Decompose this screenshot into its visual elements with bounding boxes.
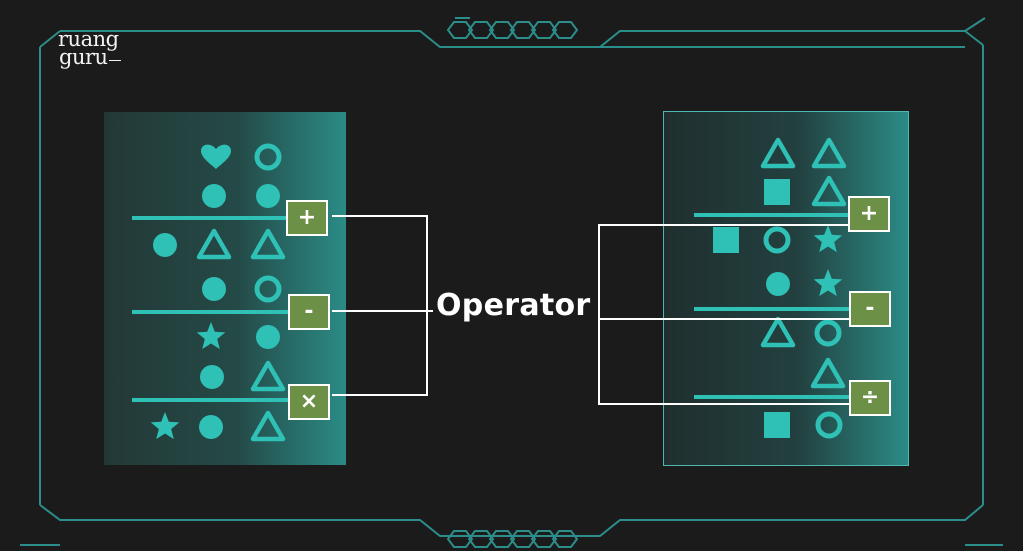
hex-chain-top <box>446 21 579 39</box>
circle-icon <box>202 277 226 301</box>
star-icon <box>813 225 843 253</box>
circle-icon <box>199 415 223 439</box>
logo-line2: guru <box>59 45 108 69</box>
triangle-icon <box>811 175 847 207</box>
ring-icon <box>814 319 842 347</box>
triangle-icon <box>196 228 232 260</box>
triangle-icon <box>250 410 286 442</box>
equation-lines <box>132 213 850 402</box>
logo-line1: ruang <box>58 27 119 51</box>
connector-lines <box>332 215 849 405</box>
star-icon <box>196 322 226 350</box>
operator-minus-left: - <box>288 294 330 330</box>
ring-icon <box>763 226 791 254</box>
hex-chain-bottom <box>446 530 579 548</box>
circle-icon <box>766 272 790 296</box>
circle-icon <box>256 184 280 208</box>
circle-icon <box>202 184 226 208</box>
ring-icon <box>254 143 282 171</box>
triangle-icon <box>760 137 796 169</box>
operator-plus-left: + <box>286 200 328 236</box>
operator-label: Operator <box>436 288 591 323</box>
operator-minus-right: - <box>849 291 891 327</box>
circle-icon <box>200 365 224 389</box>
triangle-icon <box>811 137 847 169</box>
operator-divide-right: ÷ <box>849 380 891 416</box>
heart-icon <box>201 144 231 169</box>
ring-icon <box>815 411 843 439</box>
triangle-icon <box>810 357 846 389</box>
ring-icon <box>254 275 282 303</box>
square-icon <box>764 179 790 205</box>
square-icon <box>713 227 739 253</box>
circle-icon <box>153 233 177 257</box>
operator-plus-right: + <box>848 196 890 232</box>
triangle-icon <box>760 316 796 348</box>
star-icon <box>150 412 180 440</box>
triangle-icon <box>250 360 286 392</box>
circle-icon <box>256 325 280 349</box>
triangle-icon <box>250 228 286 260</box>
star-icon <box>813 269 843 297</box>
operator-times-left: × <box>288 384 330 420</box>
square-icon <box>764 412 790 438</box>
ruangguru-logo: ruang guru <box>58 27 121 69</box>
